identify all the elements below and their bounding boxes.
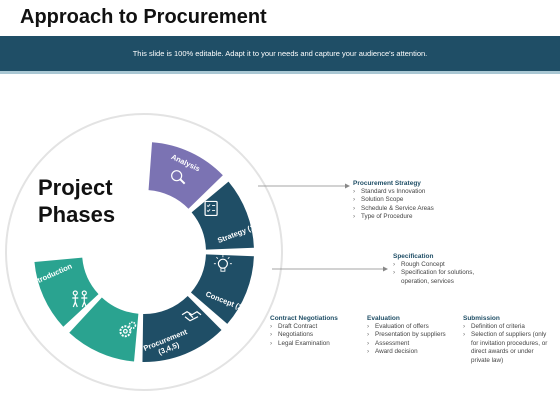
contract-negotiations-block: Contract Negotiations Draft Contract Neg… bbox=[270, 315, 365, 349]
list-item: Specification for solutions, bbox=[393, 269, 543, 278]
ring-segment-6 bbox=[34, 257, 99, 327]
list-item: for invitation procedures, or bbox=[471, 339, 548, 347]
subtitle-banner: This slide is 100% editable. Adapt it to… bbox=[0, 36, 560, 74]
connector-concept-arrow bbox=[383, 266, 388, 272]
center-heading: Project Phases bbox=[38, 174, 115, 228]
magnifier-icon bbox=[171, 170, 186, 185]
ring-segment-5 bbox=[69, 297, 139, 362]
center-line-2: Phases bbox=[38, 202, 116, 227]
specification-list: Rough Concept Specification for solution… bbox=[393, 261, 543, 286]
list-item: Legal Examination bbox=[270, 340, 365, 349]
list-item: Standard vs Innovation bbox=[353, 188, 513, 197]
evaluation-block: Evaluation Evaluation of offers Presenta… bbox=[367, 315, 462, 357]
evaluation-list: Evaluation of offers Presentation by sup… bbox=[367, 323, 462, 357]
list-item: Assessment bbox=[367, 340, 462, 349]
list-item: Negotiations bbox=[270, 331, 365, 340]
list-item: Rough Concept bbox=[393, 261, 543, 270]
list-item: Type of Procedure bbox=[353, 213, 513, 222]
specification-block: Specification Rough Concept Specificatio… bbox=[393, 253, 543, 286]
banner-text: This slide is 100% editable. Adapt it to… bbox=[132, 49, 428, 58]
checklist-icon bbox=[204, 200, 218, 217]
ring-segment-3 bbox=[190, 254, 254, 324]
list-item: Award decision bbox=[367, 348, 462, 357]
ring-segment-2 bbox=[191, 181, 254, 250]
submission-block: Submission Definition of criteria Select… bbox=[463, 315, 558, 365]
contract-negotiations-list: Draft Contract Negotiations Legal Examin… bbox=[270, 323, 365, 349]
center-line-1: Project bbox=[38, 175, 113, 200]
gears-icon bbox=[119, 321, 137, 338]
evaluation-title: Evaluation bbox=[367, 315, 400, 322]
list-item: Draft Contract bbox=[270, 323, 365, 332]
list-item: Solution Scope bbox=[353, 196, 513, 205]
ring-segment-4 bbox=[142, 295, 222, 363]
submission-title: Submission bbox=[463, 315, 500, 322]
list-item: Presentation by suppliers bbox=[367, 331, 462, 340]
list-item: Selection of suppliers (only bbox=[463, 331, 558, 340]
list-item: operation, services bbox=[401, 277, 454, 285]
submission-list: Definition of criteria Selection of supp… bbox=[463, 323, 558, 365]
list-item: Definition of criteria bbox=[463, 323, 558, 332]
handshake-icon bbox=[181, 310, 202, 322]
list-item: Evaluation of offers bbox=[367, 323, 462, 332]
list-item: Schedule & Service Areas bbox=[353, 205, 513, 214]
procurement-strategy-title: Procurement Strategy bbox=[353, 180, 421, 187]
contract-negotiations-title: Contract Negotiations bbox=[270, 315, 338, 322]
procurement-strategy-list: Standard vs Innovation Solution Scope Sc… bbox=[353, 188, 513, 222]
slide-title: Approach to Procurement bbox=[20, 6, 267, 28]
lightbulb-icon bbox=[213, 255, 232, 272]
specification-title: Specification bbox=[393, 253, 434, 260]
list-item: private law) bbox=[471, 356, 504, 364]
procurement-strategy-block: Procurement Strategy Standard vs Innovat… bbox=[353, 180, 513, 222]
connector-strategy-arrow bbox=[345, 183, 350, 189]
ring-segment-1 bbox=[148, 142, 223, 209]
list-item: direct awards or under bbox=[471, 348, 534, 356]
people-icon bbox=[72, 290, 88, 308]
